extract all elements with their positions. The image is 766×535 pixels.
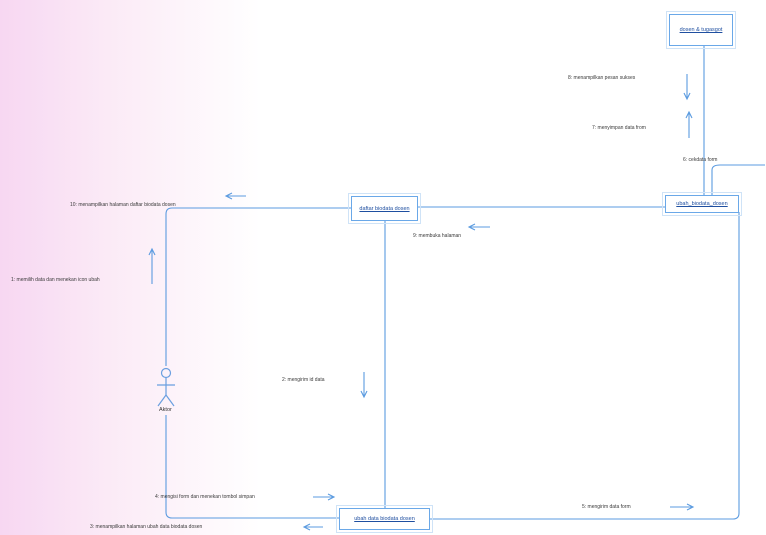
arrow-m1 xyxy=(148,247,156,284)
message-1: 1: memilih data dan menekan icon ubah xyxy=(11,277,100,283)
message-2: 2: mengirim id data xyxy=(282,377,325,383)
arrow-m7 xyxy=(685,110,693,138)
message-10: 10: menampilkan halaman daftar biodata d… xyxy=(70,202,176,208)
self-loop xyxy=(711,164,765,195)
message-8: 8: menampilkan pesan sukses xyxy=(568,75,636,81)
arrow-m3 xyxy=(302,523,323,531)
object-dosen-tugas[interactable]: dosen & tugasgot xyxy=(666,11,736,49)
object-daftar-biodata-dosen[interactable]: daftar biodata dosen xyxy=(348,193,421,224)
object-ubah-data-biodata-dosen[interactable]: ubah data biodata dosen xyxy=(336,505,433,533)
arrow-m5 xyxy=(670,503,695,511)
actor-label: Aktor xyxy=(159,407,172,413)
object-ubah-biodata-label: ubah_biodata_dosen xyxy=(676,201,728,207)
object-ubah-biodata-dosen[interactable]: ubah_biodata_dosen xyxy=(662,192,742,216)
message-4: 4: mengisi form dan menekan tombol simpa… xyxy=(155,494,255,500)
arrow-m2 xyxy=(360,372,368,399)
link-ubahdata-ubahbiodata xyxy=(430,212,740,520)
arrow-m10 xyxy=(224,192,246,200)
message-3: 3: menampilkan halaman ubah data biodata… xyxy=(90,524,203,530)
arrow-m9 xyxy=(467,223,490,231)
object-daftar-biodata-label: daftar biodata dosen xyxy=(359,205,410,212)
message-7: 7: menyimpan data from xyxy=(592,125,646,131)
message-9: 9: membuka halaman xyxy=(413,233,462,239)
arrow-m8 xyxy=(683,74,691,101)
message-6: 6: cekdata form xyxy=(683,157,718,163)
object-dosen-tugas-label: dosen & tugasgot xyxy=(679,27,723,33)
message-5: 5: mengirim data form xyxy=(582,504,631,510)
link-actor-daftar xyxy=(165,207,351,366)
actor-icon xyxy=(157,367,175,407)
link-actor-ubahdata xyxy=(165,415,339,519)
object-ubah-data-biodata-label: ubah data biodata dosen xyxy=(354,516,415,522)
arrow-m4 xyxy=(313,493,336,501)
